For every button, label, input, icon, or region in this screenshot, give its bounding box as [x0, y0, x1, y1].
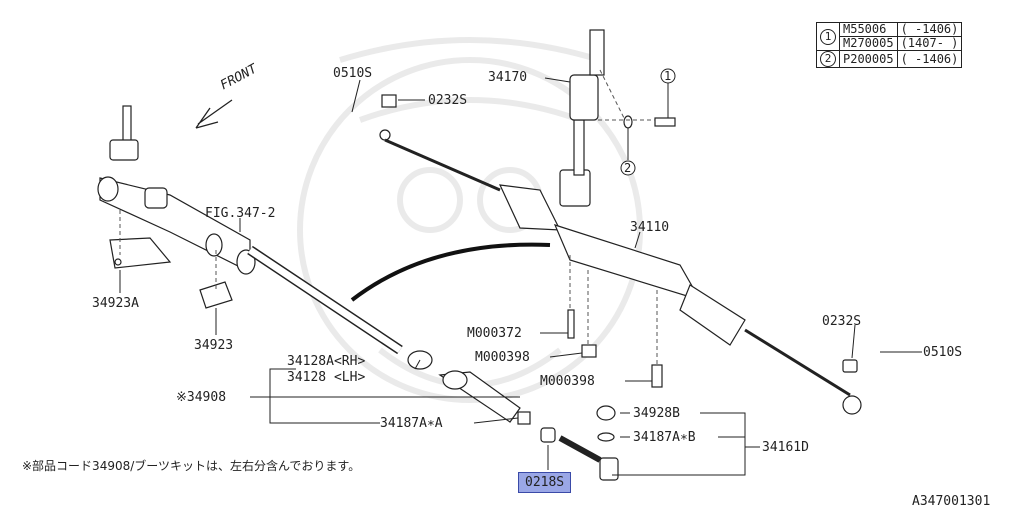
callout-34908[interactable]: ※34908 — [176, 390, 227, 405]
diagram-id: A347001301 — [912, 494, 991, 509]
spec-marker: 2 — [820, 51, 836, 67]
callout-34187a-b[interactable]: 34187A∗B — [633, 430, 696, 445]
front-arrow-icon — [195, 99, 233, 129]
spec-row: 2 P200005 ( -1406) — [816, 50, 963, 68]
spec-part: M270005 — [839, 36, 898, 51]
spec-range: (1407- ) — [896, 36, 963, 51]
marker-1-circle — [660, 68, 676, 84]
callout-34923a[interactable]: 34923A — [92, 296, 139, 311]
spec-part: M55006 — [839, 22, 898, 37]
callout-34928b[interactable]: 34928B — [633, 406, 680, 421]
callout-0510s-top[interactable]: 0510S — [333, 66, 373, 81]
callout-34923[interactable]: 34923 — [194, 338, 234, 353]
callout-marker-1: 1 — [664, 69, 672, 83]
leader-lines — [119, 77, 922, 476]
callout-0232s-right[interactable]: 0232S — [822, 314, 862, 329]
callout-34110[interactable]: 34110 — [630, 220, 670, 235]
right-rack-assembly — [379, 29, 862, 442]
callout-34170[interactable]: 34170 — [488, 70, 528, 85]
marker-2-circle — [620, 160, 636, 176]
callout-0510s-right[interactable]: 0510S — [923, 345, 963, 360]
spec-range: ( -1406) — [896, 50, 963, 68]
spec-marker-cell: 2 — [816, 50, 840, 68]
callout-0218s-highlighted[interactable]: 0218S — [518, 472, 572, 493]
relation-arc — [350, 242, 551, 302]
callout-34187a-a[interactable]: 34187A∗A — [380, 416, 443, 431]
spec-table: 1 M55006 ( -1406) M270005 (1407- ) 2 P20… — [816, 22, 963, 68]
watermark-logo — [297, 37, 643, 403]
callout-marker-2: 2 — [624, 161, 632, 175]
callout-m000372[interactable]: M000372 — [467, 326, 522, 341]
callout-m000398-b[interactable]: M000398 — [540, 374, 595, 389]
spec-row: 1 M55006 ( -1406) — [816, 22, 963, 51]
spec-marker: 1 — [820, 28, 836, 45]
spec-part: P200005 — [839, 50, 898, 68]
callout-0232s-top[interactable]: 0232S — [428, 93, 468, 108]
spec-range: ( -1406) — [896, 22, 963, 37]
callout-34128[interactable]: 34128 <LH> — [287, 370, 366, 385]
spec-marker-cell: 1 — [816, 22, 840, 51]
left-rack-assembly — [97, 105, 619, 481]
spec-row: M270005 (1407- ) — [817, 36, 963, 51]
callout-m000398-a[interactable]: M000398 — [475, 350, 530, 365]
callout-34128a[interactable]: 34128A<RH> — [287, 354, 366, 369]
callout-fig-347-2[interactable]: FIG.347-2 — [205, 206, 276, 221]
footnote: ※部品コード34908/ブーツキットは、左右分含んでおります。 — [22, 459, 361, 473]
guide-lines — [119, 69, 658, 365]
callout-34161d[interactable]: 34161D — [762, 440, 809, 455]
